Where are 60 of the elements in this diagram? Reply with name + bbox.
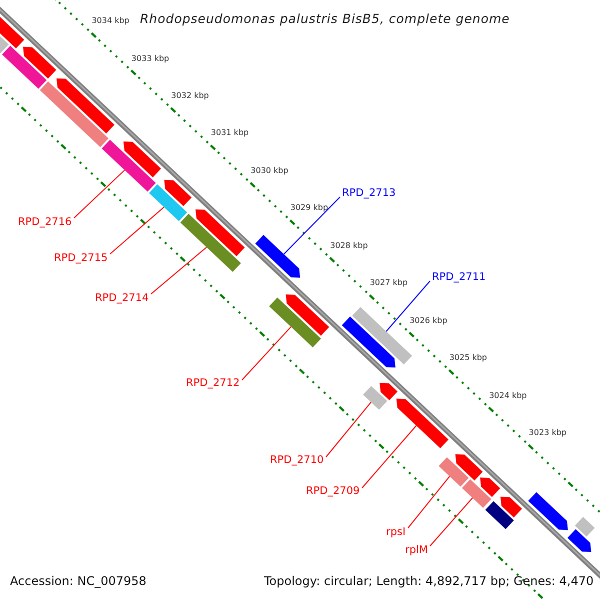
scale-label: 3029 kbp [290, 203, 328, 213]
scale-label: 3024 kbp [489, 390, 527, 400]
gene-feature [164, 180, 192, 206]
gene-feature [180, 214, 241, 272]
accession-text: Accession: NC_007958 [10, 574, 146, 588]
scale-label: 3026 kbp [410, 316, 448, 326]
gene-feature [380, 382, 398, 400]
scale-label: 3032 kbp [171, 90, 209, 101]
leader-line [326, 402, 372, 458]
scale-label: 3025 kbp [449, 353, 488, 363]
gene-feature [2, 46, 47, 89]
leader-line [362, 425, 417, 488]
gene-feature [500, 496, 522, 518]
gene-feature [149, 184, 188, 222]
gene-feature [23, 46, 56, 79]
gene-feature [528, 492, 568, 530]
scale-label: 3034 kbp [92, 16, 130, 26]
genome-info-text: Topology: circular; Length: 4,892,717 bp; Genes: 4,470 [264, 574, 594, 588]
scale-label: 3033 kbp [131, 54, 170, 64]
gene-feature [269, 297, 322, 348]
gene-label: rplM [405, 544, 428, 556]
scale-label: 3030 kbp [250, 166, 288, 176]
gene-feature [255, 234, 300, 278]
leader-line [110, 206, 164, 254]
scale-label: 3028 kbp [330, 240, 368, 250]
gene-feature [567, 529, 592, 552]
title: Rhodopseudomonas palustris BisB5, complete genome [140, 10, 510, 26]
gene-feature [102, 140, 156, 192]
gene-label: RPD_2709 [306, 484, 360, 498]
gene-feature [196, 209, 245, 256]
scale-label: 3027 kbp [370, 278, 408, 288]
gene-feature [396, 398, 449, 448]
gene-label: rpsI [386, 526, 406, 538]
gene-feature [438, 457, 469, 487]
gene-feature [342, 316, 396, 368]
gene-label: RPD_2714 [95, 292, 149, 304]
gene-label: RPD_2711 [432, 270, 486, 284]
gene-feature [455, 454, 483, 480]
gene-feature [40, 81, 108, 148]
gene-feature [286, 294, 330, 336]
gene-label: RPD_2713 [342, 186, 396, 200]
gene-feature [363, 386, 388, 410]
gene-feature [574, 516, 595, 537]
gene-feature [462, 479, 492, 508]
leader-line [150, 246, 208, 294]
gene-label: RPD_2712 [186, 376, 240, 390]
leader-line [408, 476, 450, 528]
gene-feature [123, 141, 162, 178]
gene-label: RPD_2715 [54, 252, 108, 264]
leader-line [74, 170, 126, 218]
gene-label: RPD_2710 [270, 454, 324, 466]
gene-label: RPD_2716 [18, 216, 72, 228]
leader-line [430, 497, 474, 546]
scale-label: 3023 kbp [528, 428, 566, 438]
scale-label: 3031 kbp [210, 128, 249, 138]
gene-feature [485, 501, 514, 530]
gene-feature [56, 78, 114, 134]
gene-feature [480, 478, 500, 497]
leader-line [283, 196, 340, 255]
leader-line [242, 326, 292, 380]
